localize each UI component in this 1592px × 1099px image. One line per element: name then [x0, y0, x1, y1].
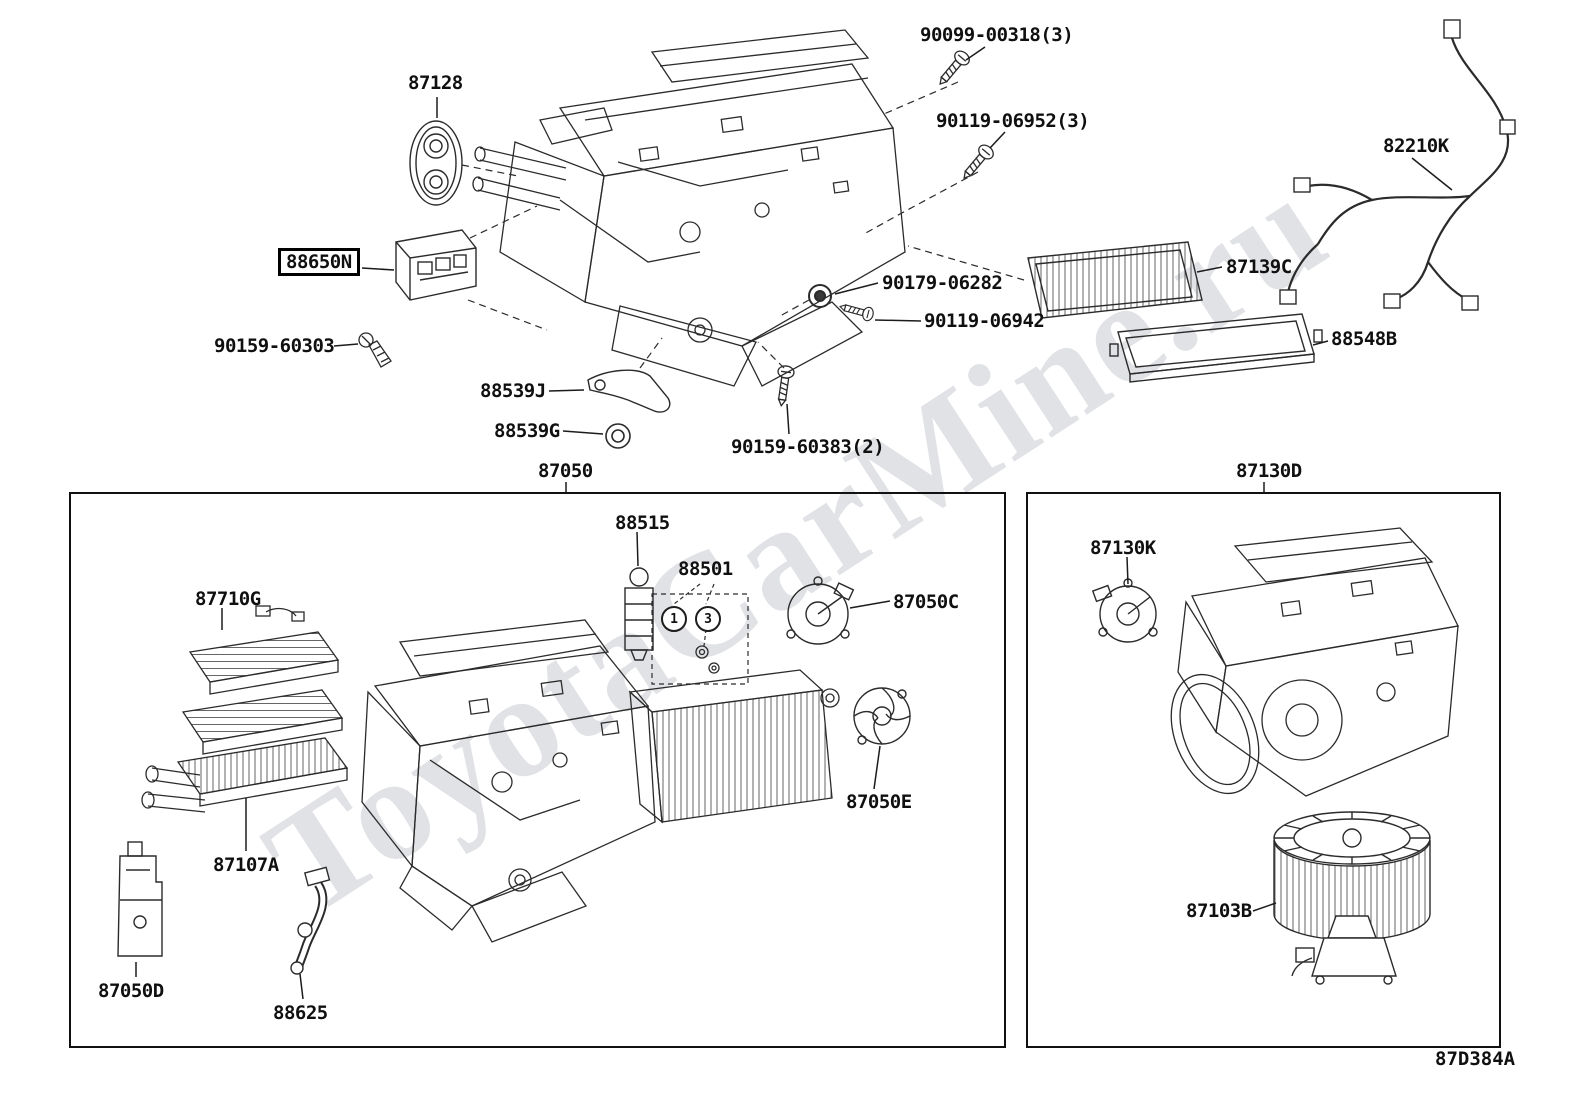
- part-82210K-wiring-harness-drawing: [1279, 19, 1516, 311]
- part-label-87139C[interactable]: 87139C: [1226, 256, 1292, 278]
- part-87710G-heater-core-drawing: [141, 605, 349, 813]
- part-label-90159-60303[interactable]: 90159-60303: [214, 335, 335, 357]
- part-label-87050[interactable]: 87050: [538, 460, 593, 482]
- part-87139C-cabin-filter-drawing: [1027, 241, 1203, 319]
- part-label-88625[interactable]: 88625: [273, 1002, 328, 1024]
- part-88548B-filter-cover-drawing: [1109, 313, 1323, 383]
- part-88625-tube-drawing: [290, 866, 331, 975]
- part-90179-06282-grommet-drawing: [808, 284, 832, 308]
- part-label-88548B[interactable]: 88548B: [1331, 328, 1397, 350]
- part-label-88650N-highlighted[interactable]: 88650N: [278, 248, 360, 276]
- part-label-90159-60383[interactable]: 90159-60383(2): [731, 436, 885, 458]
- part-label-87128[interactable]: 87128: [408, 72, 463, 94]
- part-label-87130D[interactable]: 87130D: [1236, 460, 1302, 482]
- part-87128-grommet-drawing: [409, 120, 463, 206]
- part-label-90179-06282[interactable]: 90179-06282: [882, 272, 1003, 294]
- blower-unit-87130D-drawing: [1170, 527, 1459, 797]
- part-90119-06942-screw-drawing: [839, 304, 874, 322]
- part-87130K-servo-motor-drawing: [1091, 578, 1158, 643]
- part-label-87130K[interactable]: 87130K: [1090, 537, 1156, 559]
- part-label-88539G[interactable]: 88539G: [494, 420, 560, 442]
- dashed-lines: [461, 81, 1025, 685]
- part-87103B-blower-motor-drawing: [1273, 811, 1431, 985]
- part-label-87050C[interactable]: 87050C: [893, 591, 959, 613]
- part-88539J-lever-drawing: [587, 369, 671, 413]
- part-90119-06952-screw-drawing: [963, 144, 994, 180]
- part-88539G-ring-drawing: [605, 423, 631, 449]
- part-label-90119-06942[interactable]: 90119-06942: [924, 310, 1045, 332]
- part-label-88539J[interactable]: 88539J: [480, 380, 546, 402]
- part-87050D-bracket-drawing: [117, 841, 163, 957]
- part-88650N-amplifier-drawing: [395, 229, 477, 301]
- part-label-87050E[interactable]: 87050E: [846, 791, 912, 813]
- callout-number-3[interactable]: 3: [695, 606, 721, 632]
- part-90159-60303-screw-drawing: [358, 332, 392, 368]
- part-90159-60383-screw-drawing: [777, 365, 795, 407]
- callout-number-1[interactable]: 1: [661, 606, 687, 632]
- part-evaporator-core-drawing: [628, 645, 840, 824]
- section-box-87050: [69, 492, 1006, 1048]
- part-87050E-servo-motor-drawing: [853, 687, 911, 745]
- part-label-87050D[interactable]: 87050D: [98, 980, 164, 1002]
- section-box-87130D: [1026, 492, 1501, 1048]
- leader-lines: [135, 46, 1453, 1000]
- part-87050C-servo-motor-drawing: [786, 576, 855, 645]
- heater-unit-87050-drawing: [361, 619, 656, 943]
- part-label-87103B[interactable]: 87103B: [1186, 900, 1252, 922]
- part-label-88515[interactable]: 88515: [615, 512, 670, 534]
- diagram-code: 87D384A: [1435, 1048, 1516, 1070]
- part-90099-00318-screw-drawing: [939, 50, 970, 86]
- part-label-88501[interactable]: 88501: [678, 558, 733, 580]
- part-label-82210K[interactable]: 82210K: [1383, 135, 1449, 157]
- part-label-90099-00318[interactable]: 90099-00318(3): [920, 24, 1074, 46]
- part-label-87107A[interactable]: 87107A: [213, 854, 279, 876]
- part-88515-expansion-valve-drawing: [624, 567, 654, 661]
- part-label-90119-06952[interactable]: 90119-06952(3): [936, 110, 1090, 132]
- heater-unit-assembly-drawing: [472, 29, 906, 387]
- part-label-87710G[interactable]: 87710G: [195, 588, 261, 610]
